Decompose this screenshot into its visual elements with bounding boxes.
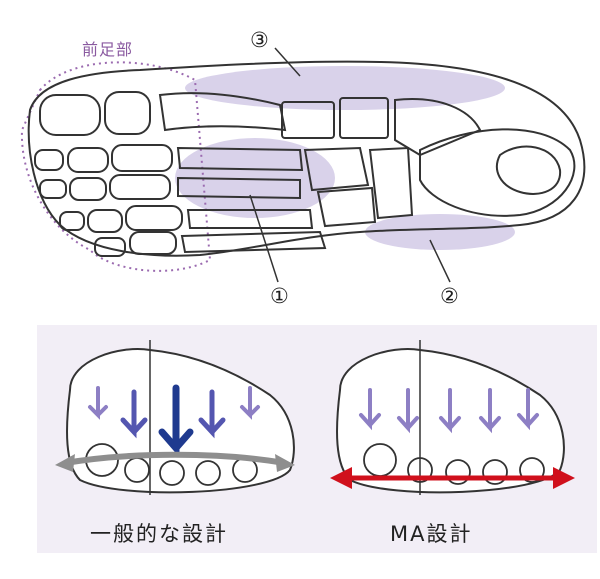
- leader-2: [429, 239, 451, 283]
- pressure-arrows-ma: [359, 388, 539, 434]
- arch-2-shade: [365, 214, 515, 250]
- tarsal-bones: [281, 97, 576, 228]
- spread-arrow-general: [64, 451, 286, 466]
- forefoot-boundary: [20, 61, 212, 272]
- foot-outline: [27, 60, 586, 257]
- pressure-arrows-general: [88, 384, 260, 458]
- general-design-caption: 一般的な設計: [90, 522, 228, 546]
- leader-1: [249, 194, 279, 283]
- metatarsal-bones: [158, 92, 327, 254]
- arch-3-label: ③: [250, 28, 269, 52]
- ma-design-diagram: [330, 340, 575, 495]
- general-design-diagram: [55, 340, 295, 495]
- leader-3: [274, 47, 301, 77]
- arch-2-label: ②: [440, 284, 459, 308]
- ma-design-caption: MA設計: [390, 522, 473, 546]
- toe-bones: [34, 91, 183, 257]
- arch-3-shade: [185, 66, 505, 110]
- forefoot-label: 前足部: [82, 40, 134, 59]
- arch-1-label: ①: [270, 284, 289, 308]
